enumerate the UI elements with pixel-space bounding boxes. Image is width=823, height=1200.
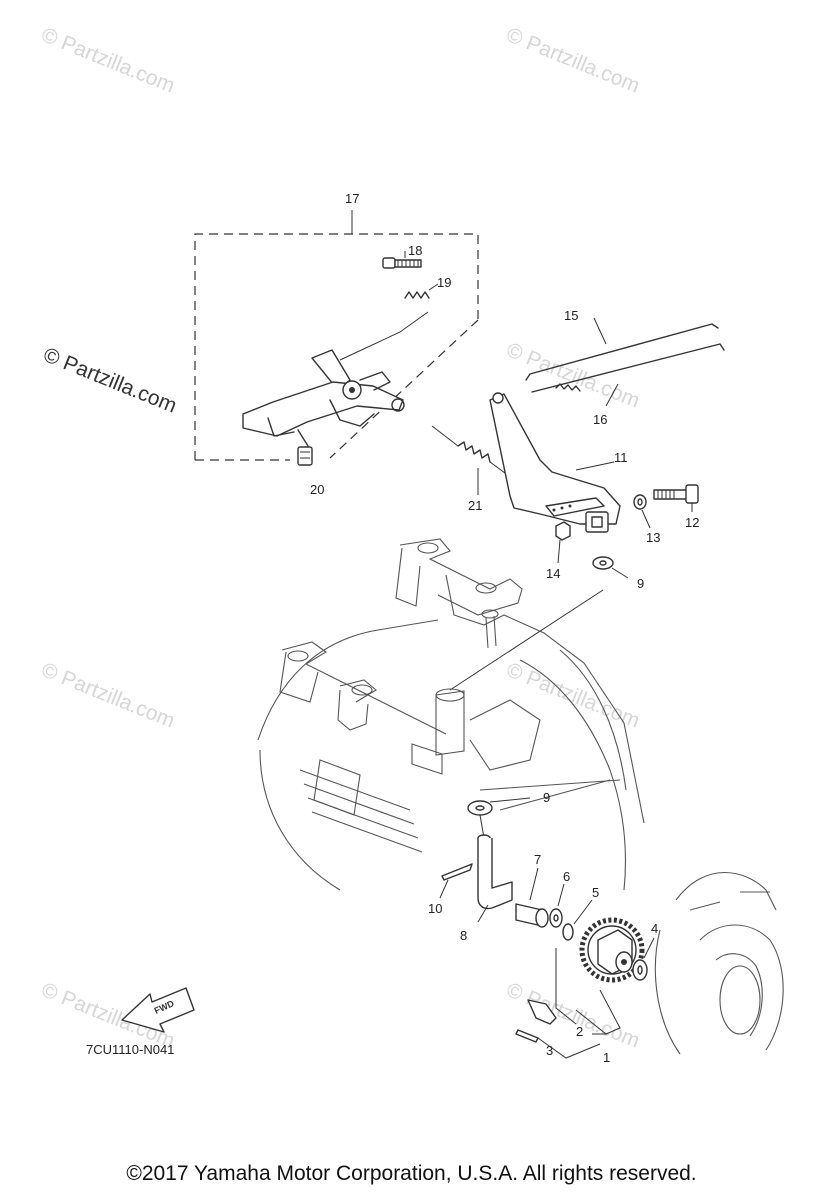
pin-10 bbox=[439, 863, 473, 899]
callout-6: 6 bbox=[563, 869, 570, 884]
callout-21: 21 bbox=[468, 498, 482, 513]
copyright-footer: ©2017 Yamaha Motor Corporation, U.S.A. A… bbox=[126, 1162, 697, 1185]
assembly-box-17 bbox=[194, 210, 479, 461]
callout-13: 13 bbox=[646, 530, 660, 545]
watermark: © Partzilla.com bbox=[40, 343, 180, 417]
rod-15 bbox=[525, 317, 719, 381]
washer-13 bbox=[633, 494, 651, 529]
shaft-8 bbox=[477, 834, 513, 923]
callout-14: 14 bbox=[546, 566, 560, 581]
watermark: © Partzilla.com bbox=[503, 23, 643, 97]
bolt-18 bbox=[382, 251, 422, 269]
washer-9-lower bbox=[467, 797, 531, 839]
lever-11 bbox=[489, 392, 621, 533]
diagram-code: 7CU1110-N041 bbox=[86, 1042, 174, 1057]
fwd-arrow: FWD bbox=[121, 987, 195, 1033]
callout-19: 19 bbox=[437, 275, 451, 290]
watermark: © Partzilla.com bbox=[503, 658, 643, 732]
callout-15: 15 bbox=[564, 308, 578, 323]
callout-7: 7 bbox=[534, 852, 541, 867]
pin-3 bbox=[515, 1029, 601, 1059]
governor-lever-assembly bbox=[242, 349, 405, 447]
callout-17: 17 bbox=[345, 191, 359, 206]
callout-18: 18 bbox=[408, 243, 422, 258]
callout-4: 4 bbox=[651, 921, 658, 936]
bushing-7 bbox=[515, 867, 549, 928]
rod-16 bbox=[531, 343, 725, 407]
callout-9-lower: 9 bbox=[543, 790, 550, 805]
callout-20: 20 bbox=[310, 482, 324, 497]
callout-2: 2 bbox=[576, 1024, 583, 1039]
callout-1: 1 bbox=[603, 1050, 610, 1065]
clip-5 bbox=[562, 899, 593, 941]
watermark: © Partzilla.com bbox=[38, 23, 178, 97]
washer-4 bbox=[632, 937, 655, 981]
nut-14 bbox=[555, 521, 571, 564]
callout-labels: 1 2 3 4 5 6 7 8 9 9 10 11 12 13 14 15 16… bbox=[310, 191, 699, 1065]
callout-16: 16 bbox=[593, 412, 607, 427]
watermark: © Partzilla.com bbox=[503, 978, 643, 1052]
governor-gear-2 bbox=[579, 917, 645, 983]
bolt-12 bbox=[653, 484, 699, 512]
watermarks: © Partzilla.com © Partzilla.com © Partzi… bbox=[38, 23, 643, 1052]
clip-20 bbox=[297, 446, 313, 466]
callout-11: 11 bbox=[614, 450, 628, 465]
crankcase-cover bbox=[654, 872, 784, 1055]
parts-diagram: © Partzilla.com © Partzilla.com © Partzi… bbox=[38, 23, 784, 1065]
washer-6 bbox=[549, 883, 565, 928]
weight-1 bbox=[527, 948, 621, 1035]
spring-19 bbox=[339, 283, 439, 361]
watermark: © Partzilla.com bbox=[503, 338, 643, 412]
callout-3: 3 bbox=[546, 1043, 553, 1058]
crankcase bbox=[257, 538, 645, 891]
washer-9-upper bbox=[449, 556, 629, 691]
callout-8: 8 bbox=[460, 928, 467, 943]
callout-12: 12 bbox=[685, 515, 699, 530]
callout-9-upper: 9 bbox=[637, 576, 644, 591]
callout-5: 5 bbox=[592, 885, 599, 900]
watermark: © Partzilla.com bbox=[38, 658, 178, 732]
callout-10: 10 bbox=[428, 901, 442, 916]
